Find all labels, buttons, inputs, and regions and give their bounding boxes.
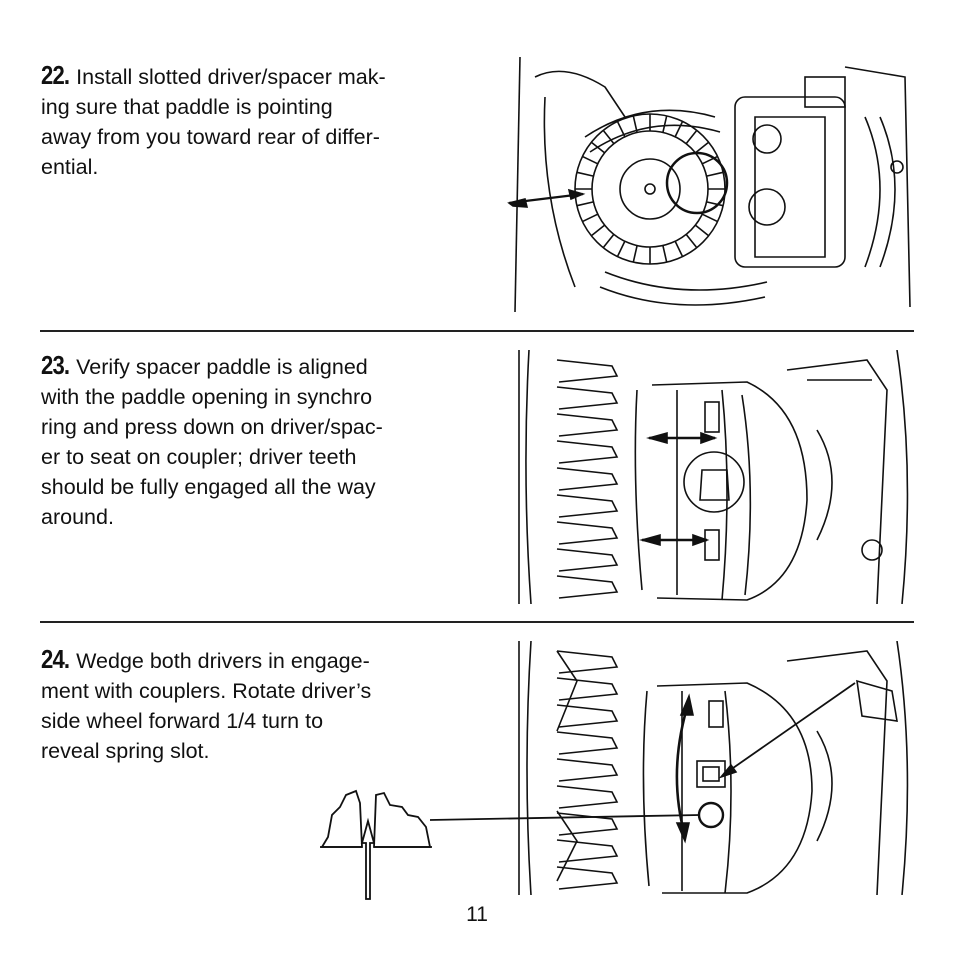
step-line: ring and press down on driver/spac- — [41, 415, 383, 439]
step-line: Wedge both drivers in engage- — [76, 649, 370, 673]
arrow-icon — [718, 682, 856, 779]
page-number: 11 — [466, 903, 488, 926]
arrow-up-icon — [360, 817, 376, 900]
step-line: Install slotted driver/spacer mak- — [76, 65, 386, 89]
step-23-illustration — [517, 350, 915, 604]
step-24-text: 24. Wedge both drivers in engage- ment w… — [41, 644, 441, 766]
step-23-text: 23. Verify spacer paddle is aligned with… — [41, 350, 441, 532]
step-number: 24. — [41, 644, 70, 674]
step-line: with the paddle opening in synchro — [41, 385, 373, 409]
step-22-text: 22. Install slotted driver/spacer mak- i… — [41, 60, 441, 182]
carrier — [642, 641, 909, 895]
divider — [40, 330, 914, 332]
side-gear — [574, 113, 726, 265]
arrow-icon — [507, 188, 586, 208]
spring-slot-detail — [318, 785, 438, 900]
step-number: 22. — [41, 60, 70, 90]
step-line: away from you toward rear of differ- — [41, 125, 380, 149]
step-line: ential. — [41, 155, 99, 179]
step-line: ment with couplers. Rotate driver’s — [41, 679, 372, 703]
ring-gear — [556, 359, 619, 599]
step-line: should be fully engaged all the way — [41, 475, 376, 499]
step-line: side wheel forward 1/4 turn to — [41, 709, 324, 733]
arrow-icon — [646, 431, 718, 445]
rotation-arrow-icon — [675, 693, 694, 844]
highlight-circle — [665, 151, 729, 215]
step-24-illustration — [517, 641, 915, 895]
step-line: ing sure that paddle is pointing — [41, 95, 333, 119]
divider — [40, 621, 914, 623]
step-number: 23. — [41, 350, 70, 380]
step-22-illustration — [505, 57, 915, 312]
ring-gear — [556, 650, 619, 890]
step-line: Verify spacer paddle is aligned — [76, 355, 368, 379]
pinion-area — [734, 66, 911, 308]
step-line: reveal spring slot. — [41, 739, 210, 763]
ring-gear — [584, 109, 768, 306]
carrier — [634, 350, 909, 604]
step-line: er to seat on coupler; driver teeth — [41, 445, 357, 469]
arrow-icon — [639, 533, 710, 547]
step-line: around. — [41, 505, 114, 529]
